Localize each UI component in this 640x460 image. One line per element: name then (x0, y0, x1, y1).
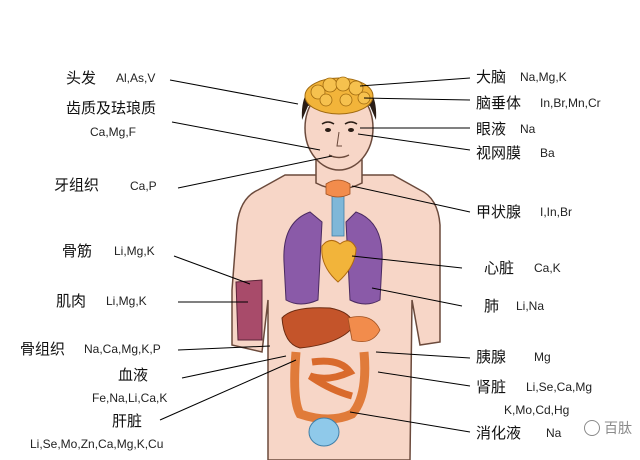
label-bone-tissue: 骨组织 (20, 340, 66, 358)
elements-digestive-fluid: Na (546, 426, 562, 440)
label-eye-fluid: 眼液 (476, 120, 507, 138)
label-teeth-enamel: 齿质及珐琅质 (66, 99, 157, 117)
arm-muscle (235, 279, 263, 341)
stomach (347, 316, 381, 343)
label-pancreas: 胰腺 (476, 348, 507, 366)
brain (304, 76, 374, 115)
label-thyroid: 甲状腺 (476, 203, 522, 221)
label-muscle: 肌肉 (56, 292, 87, 310)
face (321, 121, 358, 159)
label-brain: 大脑 (476, 68, 507, 86)
elements-dental-tissue: Ca,P (130, 179, 157, 193)
elements-bone-tissue: Na,Ca,Mg,K,P (84, 342, 161, 356)
intestines (290, 351, 370, 424)
watermark-text: 百肽 (604, 421, 632, 437)
elements-kidney: Li,Se,Ca,Mg (526, 380, 593, 394)
heart (321, 240, 357, 283)
leader-lines (159, 77, 471, 433)
label-heart: 心脏 (484, 259, 515, 277)
elements-lung: Li,Na (516, 299, 545, 313)
label-kidney: 肾脏 (476, 378, 507, 396)
bladder (308, 417, 340, 447)
elements-heart: Ca,K (534, 261, 561, 275)
wechat-logo-icon (584, 420, 600, 436)
elements-muscle: Li,Mg,K (106, 294, 147, 308)
label-hair: 头发 (66, 69, 97, 87)
elements-eye-fluid: Na (520, 122, 536, 136)
thyroid (325, 179, 351, 198)
elements-pituitary: In,Br,Mn,Cr (540, 96, 601, 110)
elements-brain: Na,Mg,K (520, 70, 567, 84)
label-retina: 视网膜 (476, 144, 522, 162)
trachea (331, 191, 345, 237)
elements-blood: Fe,Na,Li,Ca,K (92, 391, 168, 405)
label-tendon: 骨筋 (62, 242, 93, 260)
elements-retina: Ba (540, 146, 555, 160)
elements-kidney-line2: K,Mo,Cd,Hg (504, 403, 570, 417)
elements-thyroid: I,In,Br (540, 205, 573, 219)
label-blood: 血液 (118, 366, 149, 384)
elements-tendon: Li,Mg,K (114, 244, 155, 258)
label-digestive-fluid: 消化液 (476, 424, 522, 442)
left-lung (283, 211, 323, 305)
label-pituitary: 脑垂体 (476, 94, 522, 112)
label-liver: 肝脏 (112, 412, 143, 430)
elements-pancreas: Mg (534, 350, 551, 364)
label-dental-tissue: 牙组织 (54, 176, 100, 194)
elements-hair: Al,As,V (116, 71, 156, 85)
label-lung: 肺 (484, 297, 500, 315)
watermark: 百肽 (584, 418, 632, 438)
right-lung (345, 211, 383, 305)
elements-teeth-enamel: Ca,Mg,F (90, 125, 137, 139)
elements-liver: Li,Se,Mo,Zn,Ca,Mg,K,Cu (30, 437, 164, 451)
